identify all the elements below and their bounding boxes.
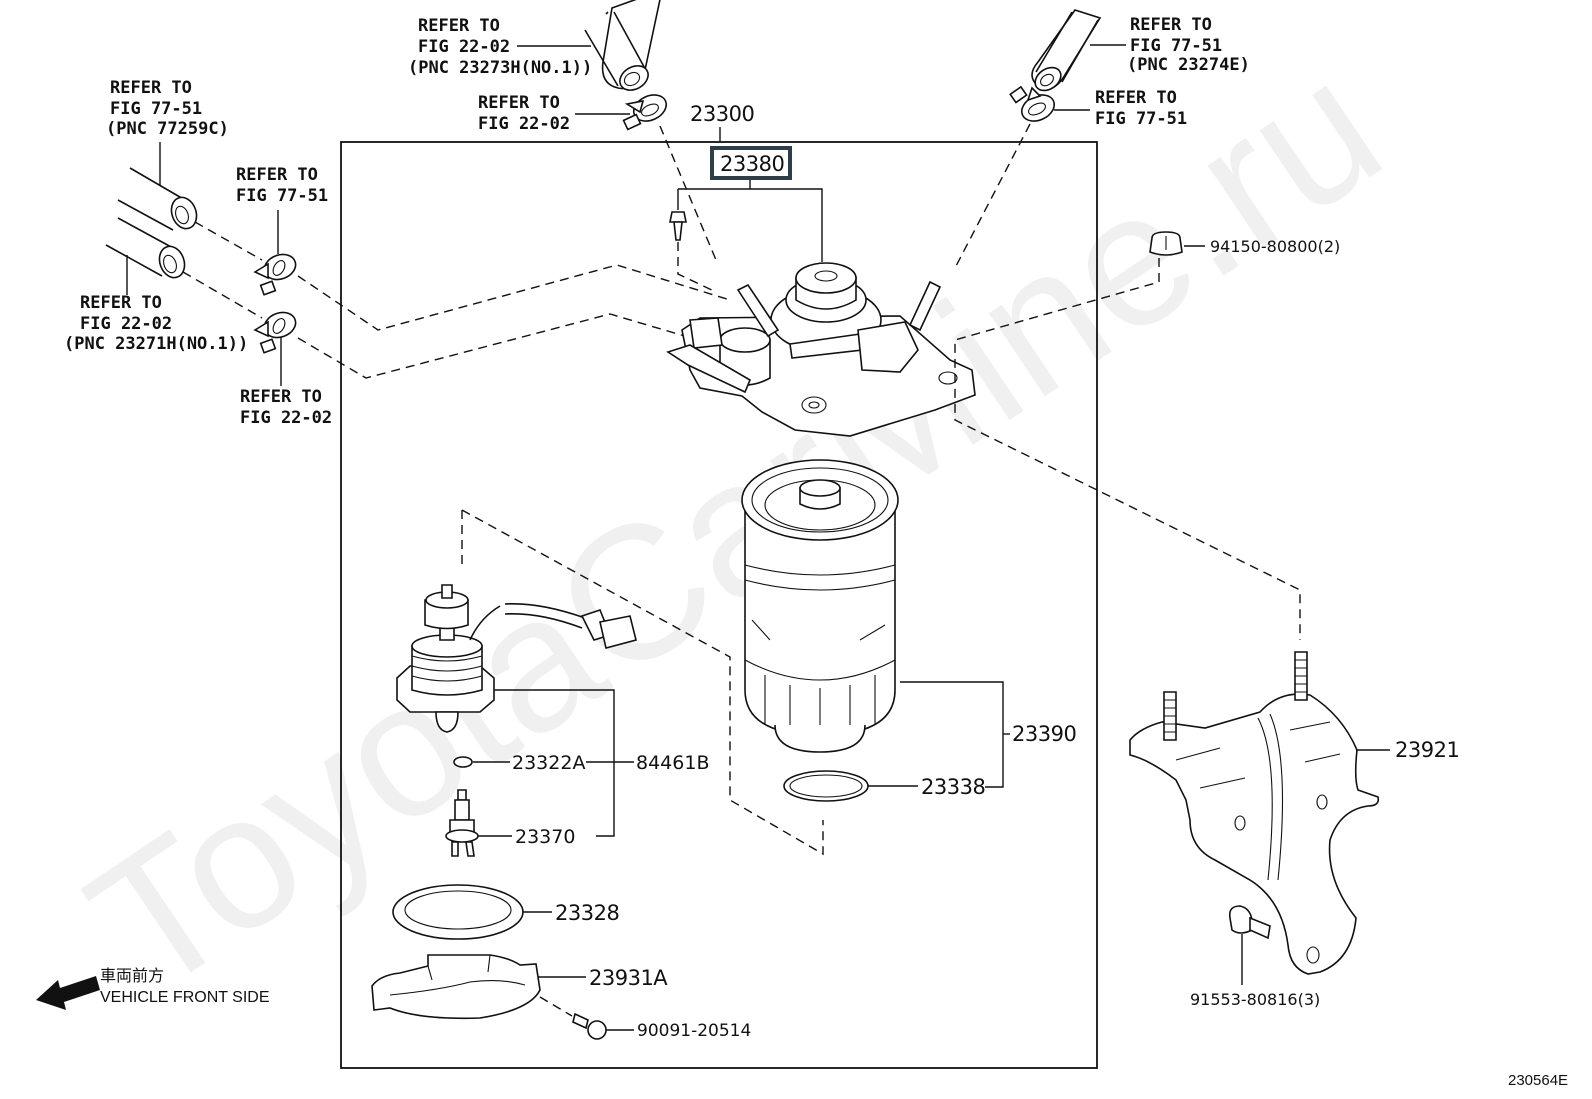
svg-text:(PNC 23271H(NO.1)): (PNC 23271H(NO.1)) [64, 334, 248, 354]
assembly-number: 23300 [690, 102, 754, 126]
direction-label-en: VEHICLE FRONT SIDE [100, 989, 270, 1006]
dash-nut-bracket [954, 258, 1301, 640]
svg-text:FIG 77-51: FIG 77-51 [236, 186, 328, 206]
svg-text:REFER TO: REFER TO [240, 387, 322, 407]
part-number-bracket: 23921 [1395, 738, 1459, 762]
assembly-frame [340, 141, 1098, 1069]
ref-left-hose-lower-label: REFER TO FIG 22-02 (PNC 23271H(NO.1)) [64, 255, 248, 354]
dash-screw [677, 242, 717, 293]
vehicle-front-indicator: 車両前方 VEHICLE FRONT SIDE [36, 967, 270, 1010]
svg-text:FIG 22-02: FIG 22-02 [418, 37, 510, 57]
drain-plug-23370[interactable] [445, 789, 479, 857]
part-number-drain-plug: 23370 [515, 826, 575, 848]
svg-text:FIG 77-51: FIG 77-51 [110, 99, 202, 119]
sensor-leader [494, 689, 615, 837]
part-number-sensor: 84461B [636, 752, 709, 774]
part-number-screw: 90091-20514 [637, 1021, 751, 1041]
ref-top-clamp-label: REFER TO FIG 22-02 [478, 93, 630, 134]
dash-cover-screw [539, 996, 573, 1017]
highlight-leader [677, 180, 823, 262]
nut-94150[interactable] [1149, 231, 1183, 256]
clamp-left-upper[interactable] [253, 250, 299, 296]
screw-90091[interactable] [572, 1012, 607, 1040]
svg-text:FIG 22-02: FIG 22-02 [478, 114, 570, 134]
highlighted-part-number[interactable]: 23380 [720, 152, 785, 176]
ref-left-clamp-upper-label: REFER TO FIG 77-51 [236, 165, 328, 254]
ref-top-hose-label: REFER TO FIG 22-02 (PNC 23273H(NO.1)) [408, 16, 592, 78]
filter-leader [900, 681, 1004, 788]
clamp-left-lower[interactable] [253, 308, 299, 354]
part-number-gasket: 23322A [512, 752, 585, 774]
svg-text:REFER TO: REFER TO [80, 293, 162, 313]
svg-text:(PNC 77259C): (PNC 77259C) [106, 119, 229, 139]
screw-head-mount[interactable] [669, 211, 687, 241]
dash-right-clamp [954, 123, 1031, 269]
part-number-nut: 94150-80800(2) [1210, 237, 1340, 256]
clamp-top-right[interactable] [1009, 85, 1058, 126]
ref-right-clamp-label: REFER TO FIG 77-51 [1054, 88, 1187, 129]
bolt-91553[interactable] [1228, 905, 1271, 940]
svg-text:FIG 22-02: FIG 22-02 [240, 408, 332, 428]
part-number-ring: 23328 [555, 901, 619, 925]
hoses-left[interactable] [105, 167, 201, 281]
svg-text:FIG 77-51: FIG 77-51 [1130, 36, 1222, 56]
o-ring-23338[interactable] [783, 770, 869, 802]
svg-text:FIG 77-51: FIG 77-51 [1095, 109, 1187, 129]
svg-text:REFER TO: REFER TO [110, 78, 192, 98]
part-number-o-ring: 23338 [921, 775, 985, 799]
ref-left-clamp-lower-label: REFER TO FIG 22-02 [240, 337, 332, 428]
svg-text:REFER TO: REFER TO [236, 165, 318, 185]
dash-left-lower [182, 271, 706, 379]
figure-code: 230564E [1508, 1072, 1568, 1089]
svg-text:REFER TO: REFER TO [1095, 88, 1177, 108]
svg-text:(PNC 23274E): (PNC 23274E) [1127, 55, 1250, 75]
sensor-84461B[interactable] [396, 584, 637, 733]
hose-top-right[interactable] [1031, 9, 1102, 95]
dash-sensor-filter [461, 509, 824, 856]
svg-text:REFER TO: REFER TO [418, 16, 500, 36]
arrow-left-icon [36, 976, 100, 1010]
fuel-filter-element-23390[interactable] [741, 459, 899, 753]
filter-head-23380[interactable] [666, 262, 976, 437]
cover-23931A[interactable] [371, 954, 541, 1020]
svg-text:FIG 22-02: FIG 22-02 [80, 314, 172, 334]
bracket-23921[interactable] [1129, 651, 1380, 975]
svg-text:REFER TO: REFER TO [1130, 15, 1212, 35]
ref-right-hose-label: REFER TO FIG 77-51 (PNC 23274E) [1090, 15, 1250, 75]
highlighted-part-callout[interactable]: 23380 [710, 146, 792, 180]
dash-top-clamp [659, 125, 717, 261]
part-number-filter: 23390 [1012, 722, 1076, 746]
part-number-bolt: 91553-80816(3) [1190, 990, 1320, 1009]
ref-left-hose-upper-label: REFER TO FIG 77-51 (PNC 77259C) [106, 78, 229, 186]
ring-23328[interactable] [392, 884, 524, 940]
gasket-23322A[interactable] [453, 756, 473, 768]
direction-label-jp: 車両前方 [100, 967, 164, 985]
hose-top-left[interactable] [584, 0, 662, 95]
svg-text:(PNC 23273H(NO.1)): (PNC 23273H(NO.1)) [408, 58, 592, 78]
dash-left-upper [194, 221, 731, 331]
clamp-top[interactable] [622, 90, 671, 131]
part-number-cover: 23931A [589, 966, 668, 990]
svg-text:REFER TO: REFER TO [478, 93, 560, 113]
